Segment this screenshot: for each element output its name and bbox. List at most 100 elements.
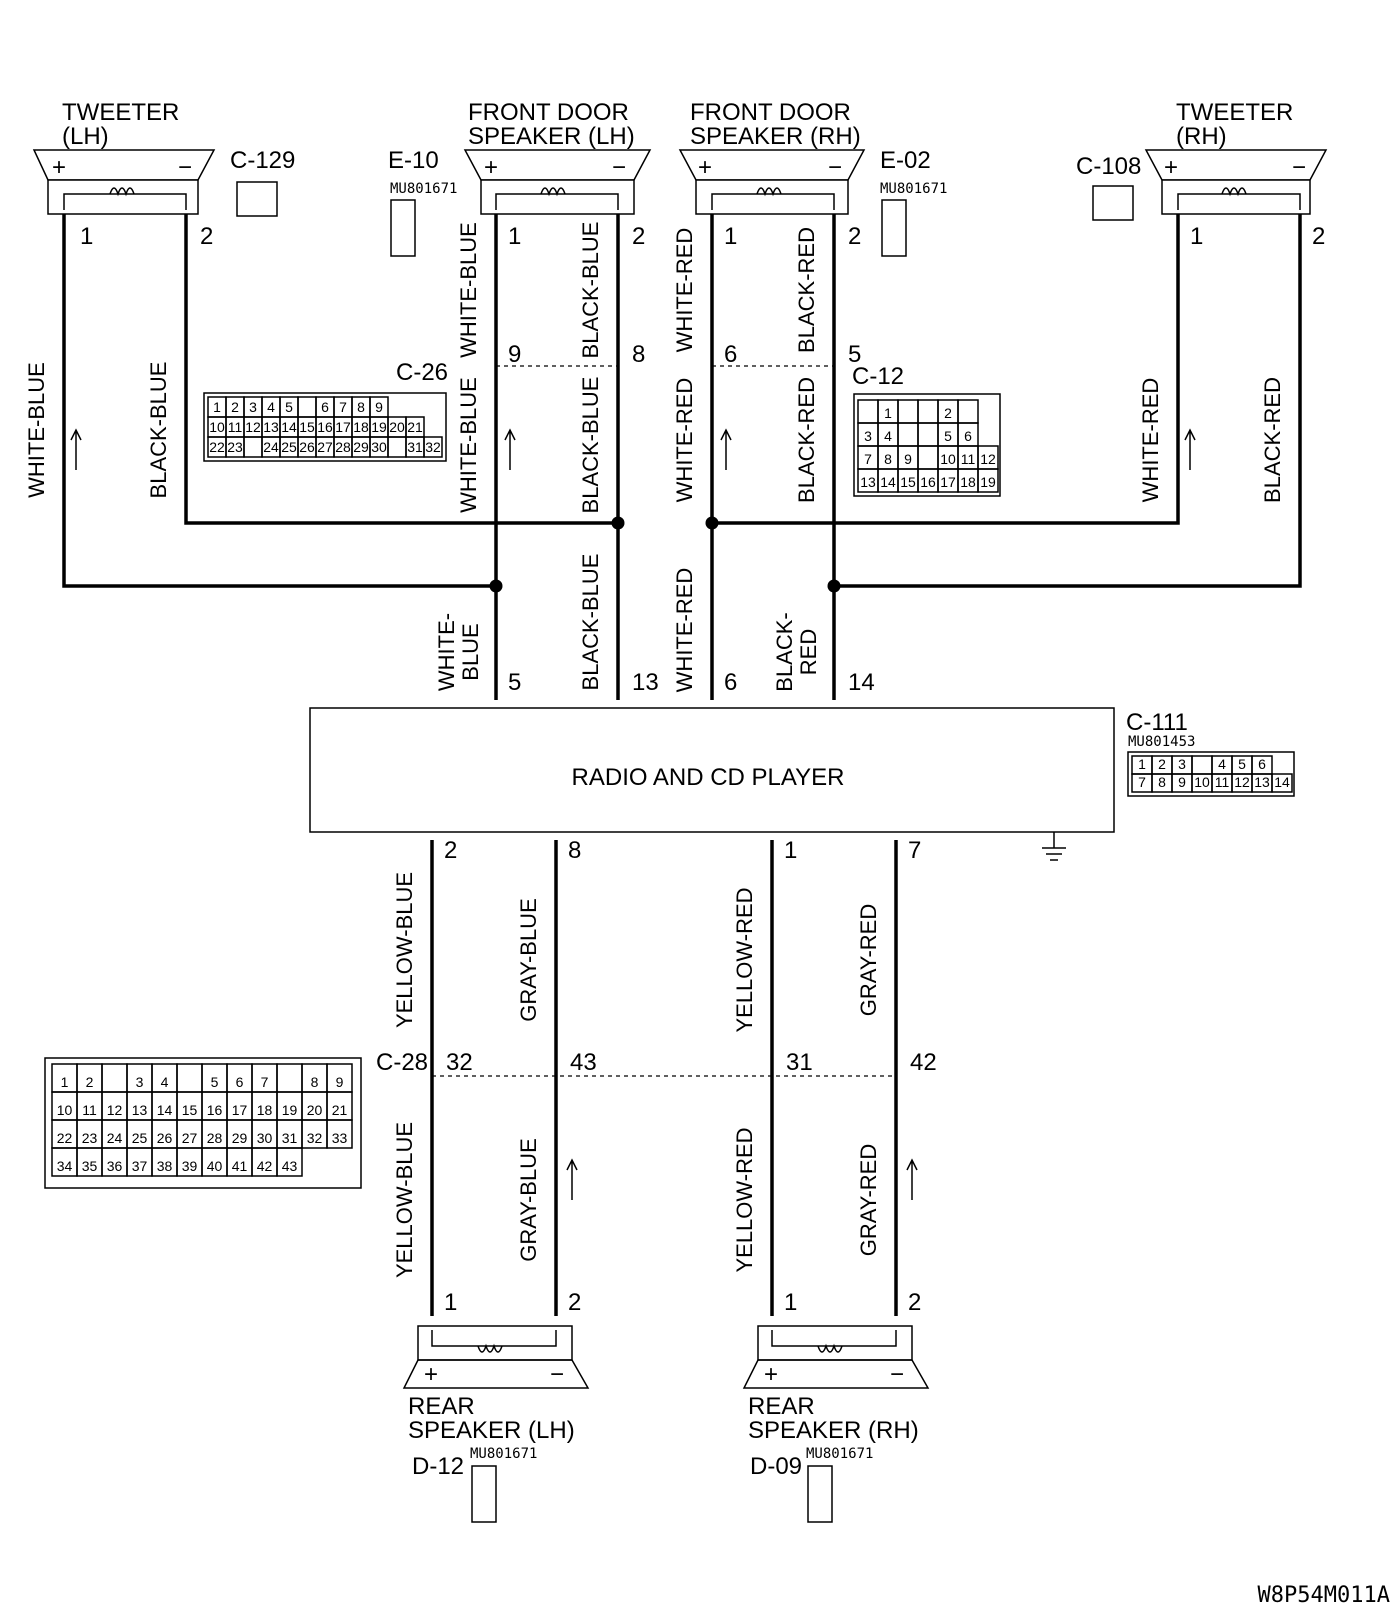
connector-pin-number: 4: [1218, 756, 1226, 772]
pin-number: 8: [568, 837, 581, 864]
wire-color-label: YELLOW-RED: [732, 1127, 757, 1272]
connector-pin-number: 14: [880, 474, 896, 490]
connector-d12-icon: [471, 1465, 497, 1523]
connector-pin-number: 17: [335, 419, 351, 435]
connector-pin-number: 10: [57, 1102, 73, 1118]
connector-pin-cell: [276, 1147, 303, 1177]
connector-c108-icon: [1092, 185, 1134, 221]
connector-pin-number: 16: [317, 419, 333, 435]
pin-number: 2: [908, 1289, 921, 1316]
connector-pin-cell: [1271, 773, 1293, 793]
wire-color-label: WHITE-BLUE: [456, 377, 481, 513]
arrow-up-icon: [504, 428, 516, 470]
pin-number: 2: [200, 223, 213, 250]
front-rh-minus: −: [828, 154, 842, 181]
splice-dot: [827, 579, 841, 593]
rear-lh-connector-id: D-12: [412, 1453, 464, 1480]
splice-dot: [705, 516, 719, 530]
connector-pin-number: 36: [107, 1158, 123, 1174]
tweeter-rh-body: [1161, 179, 1311, 215]
connector-pin-number: 2: [231, 399, 239, 415]
connector-pin-number: 25: [132, 1130, 148, 1146]
wire-tweeter-lh-plus: [62, 214, 496, 588]
pin-number: 1: [1190, 223, 1203, 250]
radio-part-no: MU801453: [1128, 734, 1195, 750]
rear-rh-minus: −: [890, 1361, 904, 1388]
pin-number: 1: [444, 1289, 457, 1316]
connector-pin-number: 16: [207, 1102, 223, 1118]
connector-pin-number: 19: [371, 419, 387, 435]
connector-pin-cell: [423, 436, 443, 458]
connector-pin-number: 34: [57, 1158, 73, 1174]
pin-number: 14: [848, 669, 875, 696]
connector-d09-icon: [807, 1465, 833, 1523]
connector-pin-number: 28: [207, 1130, 223, 1146]
arrow-up-icon: [566, 1158, 578, 1200]
connector-pin-number: 10: [1194, 774, 1210, 790]
wire-color-label: BLACK-: [772, 612, 797, 691]
pin-number: 2: [848, 223, 861, 250]
connector-pin-number: 14: [157, 1102, 173, 1118]
pin-number: 1: [80, 223, 93, 250]
connector-pin-number: 11: [82, 1102, 97, 1118]
connector-pin-number: 13: [860, 474, 876, 490]
connector-pin-number: 12: [107, 1102, 123, 1118]
connector-pin-number: 20: [307, 1102, 323, 1118]
connector-pin-number: 17: [232, 1102, 248, 1118]
wire-color-label: WHITE-: [434, 613, 459, 691]
connector-pin-number: 3: [864, 428, 872, 444]
connector-pin-number: 6: [236, 1074, 244, 1090]
connector-pin-number: 15: [900, 474, 916, 490]
connector-pin-number: 2: [944, 405, 952, 421]
pin-number: 1: [724, 223, 737, 250]
pin-number: 9: [508, 341, 521, 368]
front-lh-part-no: MU801671: [390, 181, 457, 197]
connector-pin-number: 3: [136, 1074, 144, 1090]
connector-pin-number: 17: [940, 474, 956, 490]
connector-pin-number: 16: [920, 474, 936, 490]
connector-pin-number: 19: [282, 1102, 298, 1118]
connector-pin-number: 5: [944, 428, 952, 444]
pin-number: 2: [632, 223, 645, 250]
tweeter-rh-plus: +: [1164, 154, 1178, 181]
pin-number: 8: [632, 341, 645, 368]
tweeter-lh-title: TWEETER: [62, 99, 179, 126]
connector-pin-number: 1: [884, 405, 892, 421]
wire-color-label: WHITE-BLUE: [456, 222, 481, 358]
connector-c129-icon: [236, 181, 278, 217]
wire-color-label: YELLOW-RED: [732, 887, 757, 1032]
connector-pin-number: 8: [1158, 774, 1166, 790]
connector-pin-number: 27: [317, 439, 333, 455]
connector-pin-number: 28: [335, 439, 351, 455]
coil-icon: [109, 187, 135, 197]
wire-color-label: BLACK-RED: [794, 227, 819, 353]
connector-pin-number: 37: [132, 1158, 148, 1174]
ground-icon: [1042, 832, 1066, 861]
wire-color-label: BLACK-BLUE: [578, 222, 603, 359]
wire-color-label: BLACK-BLUE: [146, 362, 171, 499]
connector-pin-number: 12: [1234, 774, 1250, 790]
connector-pin-number: 2: [1158, 756, 1166, 772]
connector-pin-number: 13: [1254, 774, 1270, 790]
connector-pin-number: 33: [332, 1130, 348, 1146]
wire-color-label: WHITE-RED: [1138, 378, 1163, 503]
pin-number: 5: [508, 669, 521, 696]
connector-pin-number: 2: [86, 1074, 94, 1090]
rear-lh-part-no: MU801671: [470, 1446, 537, 1462]
wire-color-label: GRAY-BLUE: [516, 1138, 541, 1262]
wire-color-label: BLUE: [458, 623, 483, 680]
front-rh-part-no: MU801671: [880, 181, 947, 197]
pin-number: 1: [784, 837, 797, 864]
connector-pin-number: 41: [232, 1158, 248, 1174]
arrow-up-icon: [70, 428, 82, 470]
connector-pin-number: 25: [281, 439, 297, 455]
wire-tweeter-rh-minus: [834, 214, 1302, 588]
connector-pin-cell: [326, 1119, 353, 1149]
front-rh-connector-id: E-02: [880, 147, 931, 174]
tweeter-rh-minus: −: [1292, 154, 1306, 181]
connector-pin-number: 21: [332, 1102, 348, 1118]
connector-pin-number: 18: [960, 474, 976, 490]
connector-e02-icon: [881, 199, 907, 257]
